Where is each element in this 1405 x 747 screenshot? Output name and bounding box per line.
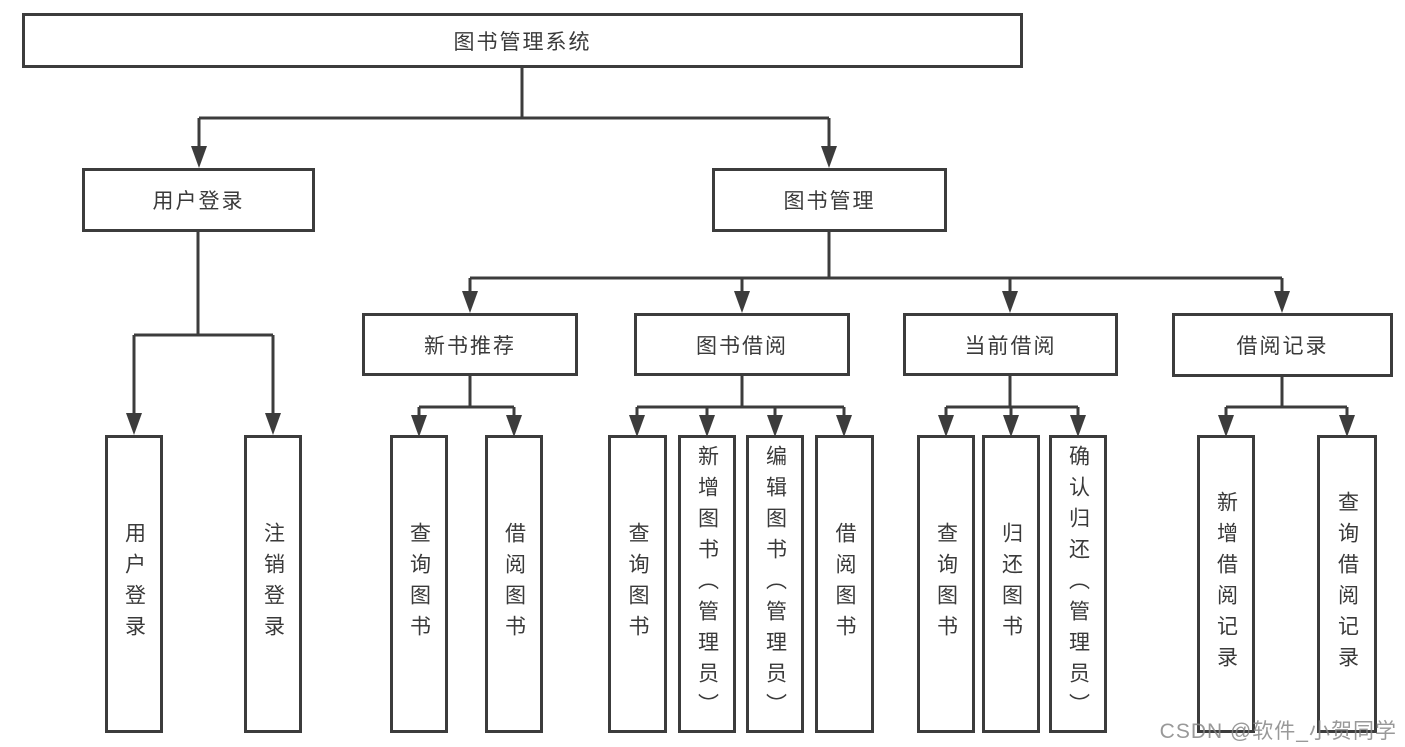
node-user-login-leaf: 用户登录 xyxy=(105,435,163,733)
node-borrow-records: 借阅记录 xyxy=(1172,313,1393,377)
node-root: 图书管理系统 xyxy=(22,13,1023,68)
node-edit-books-admin: 编辑图书（管理员） xyxy=(746,435,804,733)
arrow-head xyxy=(265,413,281,435)
arrow-head xyxy=(411,415,427,437)
arrow-head xyxy=(1070,415,1086,437)
node-label: 图书管理 xyxy=(783,190,876,213)
node-book-management: 图书管理 xyxy=(712,168,947,232)
node-label: 新增图书（管理员） xyxy=(695,444,719,724)
node-label: 确认归还（管理员） xyxy=(1066,444,1090,724)
csdn-watermark: CSDN @软件_小贺同学 xyxy=(1159,720,1397,743)
arrow-head xyxy=(1274,291,1290,313)
node-label: 借阅记录 xyxy=(1236,335,1329,358)
node-label: 新书推荐 xyxy=(424,334,516,358)
node-current-borrow: 当前借阅 xyxy=(903,313,1118,376)
node-new-book-recommend: 新书推荐 xyxy=(362,313,578,376)
node-label: 图书管理系统 xyxy=(453,30,592,54)
node-add-borrow-record: 新增借阅记录 xyxy=(1197,435,1255,733)
node-return-books: 归还图书 xyxy=(982,435,1040,733)
node-label: 归还图书 xyxy=(999,522,1023,646)
node-label: 用户登录 xyxy=(122,522,146,646)
node-query-books-3: 查询图书 xyxy=(917,435,975,733)
node-add-books-admin: 新增图书（管理员） xyxy=(678,435,736,733)
node-label: 查询借阅记录 xyxy=(1335,491,1359,677)
node-label: 查询图书 xyxy=(934,522,958,646)
node-logout-leaf: 注销登录 xyxy=(244,435,302,733)
node-label: 查询图书 xyxy=(407,522,431,646)
arrow-head xyxy=(1002,291,1018,313)
node-confirm-return-admin: 确认归还（管理员） xyxy=(1049,435,1107,733)
arrow-head xyxy=(629,415,645,437)
node-query-borrow-record: 查询借阅记录 xyxy=(1317,435,1377,733)
arrow-head xyxy=(836,415,852,437)
arrow-head xyxy=(821,146,837,168)
arrow-head xyxy=(191,146,207,168)
arrow-head xyxy=(938,415,954,437)
arrow-head xyxy=(506,415,522,437)
arrow-head xyxy=(699,415,715,437)
node-query-books-1: 查询图书 xyxy=(390,435,448,733)
arrow-head xyxy=(1218,415,1234,437)
node-label: 编辑图书（管理员） xyxy=(763,444,787,724)
node-borrow-books-2: 借阅图书 xyxy=(815,435,874,733)
node-user-login-branch: 用户登录 xyxy=(82,168,315,232)
node-label: 借阅图书 xyxy=(833,522,856,646)
node-label: 新增借阅记录 xyxy=(1214,491,1238,677)
node-label: 借阅图书 xyxy=(502,522,526,646)
node-label: 注销登录 xyxy=(261,522,285,646)
node-borrow-books-1: 借阅图书 xyxy=(485,435,543,733)
node-label: 当前借阅 xyxy=(964,334,1057,358)
node-label: 查询图书 xyxy=(626,522,649,646)
arrow-head xyxy=(767,415,783,437)
arrow-head xyxy=(1003,415,1019,437)
arrow-head xyxy=(126,413,142,435)
arrow-head xyxy=(462,291,478,313)
node-label: 图书借阅 xyxy=(696,334,788,358)
node-book-borrow: 图书借阅 xyxy=(634,313,850,376)
arrow-head xyxy=(1339,415,1355,437)
node-query-books-2: 查询图书 xyxy=(608,435,667,733)
arrow-head xyxy=(734,291,750,313)
node-label: 用户登录 xyxy=(152,190,245,213)
